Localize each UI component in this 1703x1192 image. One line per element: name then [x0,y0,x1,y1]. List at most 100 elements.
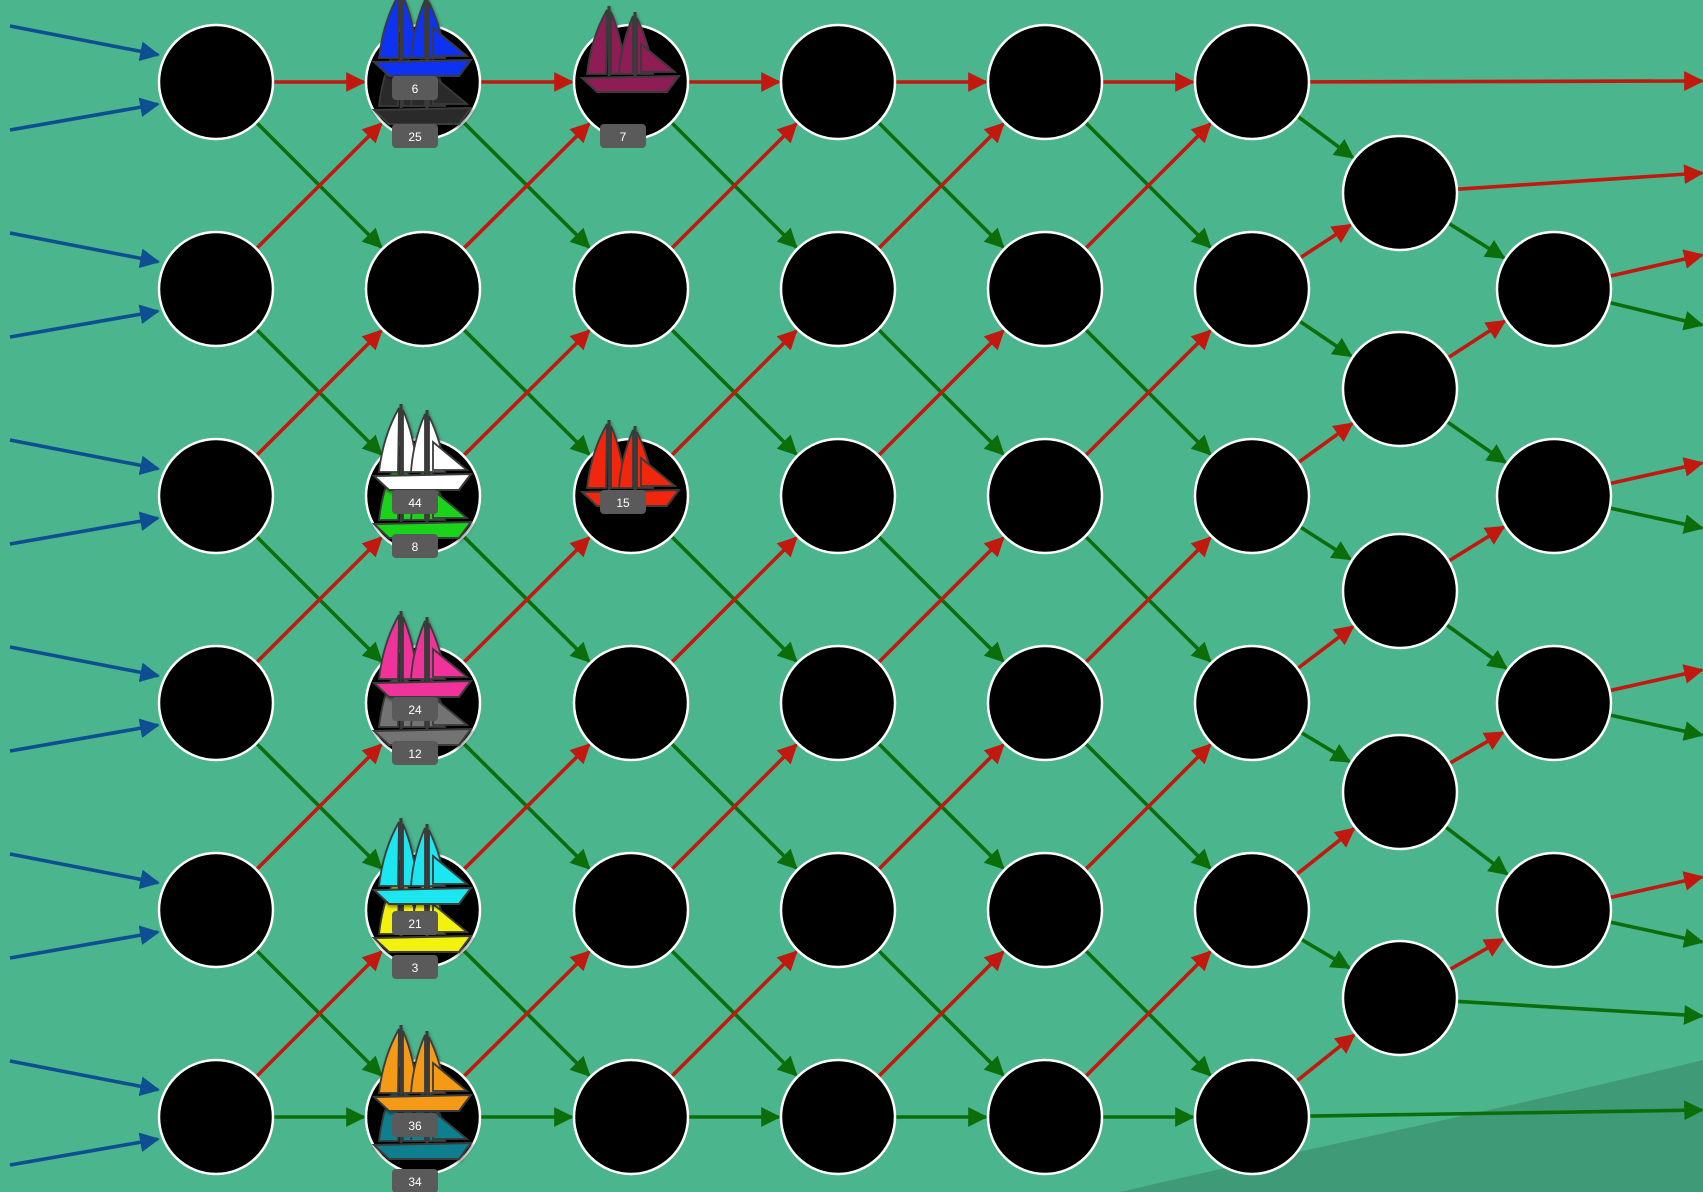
green-arrow-c5-r4 [1302,940,1349,968]
ship-blue-count-badge: 6 [392,76,438,100]
node-c0-r2[interactable] [159,439,273,553]
entry-arrow-upper-r1 [10,233,158,262]
node-c0-r4[interactable] [159,853,273,967]
entry-arrow-lower-r3 [10,725,158,751]
node-c6-r1[interactable] [1343,332,1457,446]
ship-teal-count-badge: 34 [392,1169,438,1192]
green-arrow-c5-r3 [1302,733,1350,762]
node-c3-r1[interactable] [781,232,895,346]
node-c0-r1[interactable] [159,232,273,346]
ship-green-count-badge: 8 [392,534,438,558]
entry-arrow-upper-r2 [10,440,158,469]
node-c6-r4[interactable] [1343,941,1457,1055]
green-arrow-c6-r1 [1448,422,1506,462]
entry-arrow-upper-r3 [10,647,158,676]
ship-dark-gray-count-badge: 25 [392,124,438,148]
node-c4-r3[interactable] [988,646,1102,760]
node-c6-r2[interactable] [1343,534,1457,648]
node-c2-r4[interactable] [574,853,688,967]
node-c4-r5[interactable] [988,1060,1102,1174]
ship-green-count: 8 [412,540,419,554]
node-c2-r3[interactable] [574,646,688,760]
node-c6-r0[interactable] [1343,136,1457,250]
ship-orange-icon[interactable] [374,1025,471,1111]
node-c4-r2[interactable] [988,439,1102,553]
entry-arrow-lower-r2 [10,518,158,544]
ship-orange-count: 36 [408,1119,422,1133]
node-c6-r3[interactable] [1343,735,1457,849]
node-c1-r1[interactable] [366,232,480,346]
green-arrow-c5-r1 [1300,321,1351,355]
node-c5-r3[interactable] [1195,646,1309,760]
ship-maroon-count: 7 [620,130,627,144]
entry-arrow-lower-r0 [10,104,158,130]
ship-yellow-count: 3 [412,961,419,975]
exit-arrow-green-c7-r3 [1611,922,1702,942]
ship-cyan-count-badge: 21 [392,911,438,935]
node-c2-r5[interactable] [574,1060,688,1174]
exit-arrow-c6-r4 [1458,1001,1702,1016]
ship-white-count: 44 [408,496,422,510]
entry-arrow-lower-r4 [10,932,158,958]
ship-red-count-badge: 15 [600,490,646,514]
node-c4-r1[interactable] [988,232,1102,346]
node-c5-r0[interactable] [1195,25,1309,139]
ship-white-icon[interactable] [374,404,471,490]
red-arrow-c5-r5 [1297,1035,1354,1081]
red-arrow-c6-r2 [1449,527,1503,561]
exit-arrow-red-c7-r2 [1611,670,1702,690]
node-c3-r0[interactable] [781,25,895,139]
node-layer [159,25,1611,1174]
ship-dark-gray-count: 25 [408,130,422,144]
entry-arrow-upper-r4 [10,854,158,883]
ship-teal-count: 34 [408,1175,422,1189]
node-c7-r1[interactable] [1497,439,1611,553]
ship-white-count-badge: 44 [392,490,438,514]
node-c7-r0[interactable] [1497,232,1611,346]
node-c5-r1[interactable] [1195,232,1309,346]
node-c3-r4[interactable] [781,853,895,967]
red-arrow-c6-r4 [1450,939,1502,969]
node-c5-r4[interactable] [1195,853,1309,967]
ship-yellow-count-badge: 3 [392,955,438,979]
ship-cyan-count: 21 [408,917,422,931]
node-c0-r3[interactable] [159,646,273,760]
ship-blue-count: 6 [412,82,419,96]
green-arrow-c5-r2 [1301,527,1351,559]
entry-arrow-lower-r5 [10,1139,158,1165]
red-arrow-c5-r4 [1297,829,1354,874]
red-arrow-c5-r3 [1298,627,1353,668]
node-c5-r2[interactable] [1195,439,1309,553]
entry-arrow-upper-r5 [10,1061,158,1090]
ship-pink-count: 24 [408,703,422,717]
ship-gray-count: 12 [408,747,422,761]
green-arrow-c6-r0 [1449,224,1504,258]
exit-arrow-c6-r0 [1458,173,1702,189]
ship-cyan-icon[interactable] [374,818,471,904]
ship-pink-count-badge: 24 [392,697,438,721]
red-arrow-c5-r2 [1299,424,1352,462]
node-c3-r2[interactable] [781,439,895,553]
ship-maroon-count-badge: 7 [600,124,646,148]
entry-arrow-upper-r0 [10,26,158,55]
node-c7-r2[interactable] [1497,646,1611,760]
node-c7-r3[interactable] [1497,853,1611,967]
node-c4-r4[interactable] [988,853,1102,967]
exit-arrow-green-c7-r2 [1611,715,1702,735]
green-arrow-c6-r2 [1447,625,1506,668]
node-c3-r3[interactable] [781,646,895,760]
node-c3-r5[interactable] [781,1060,895,1174]
exit-arrow-c5-r0 [1310,81,1702,82]
ship-gray-count-badge: 12 [392,741,438,765]
node-c5-r5[interactable] [1195,1060,1309,1174]
green-arrow-c5-r0 [1298,117,1352,158]
ship-red-count: 15 [616,496,630,510]
node-c2-r1[interactable] [574,232,688,346]
node-c4-r0[interactable] [988,25,1102,139]
node-c0-r5[interactable] [159,1060,273,1174]
node-c0-r0[interactable] [159,25,273,139]
entry-arrow-lower-r1 [10,311,158,337]
ship-pink-icon[interactable] [374,611,471,697]
red-arrow-c5-r1 [1301,225,1351,257]
